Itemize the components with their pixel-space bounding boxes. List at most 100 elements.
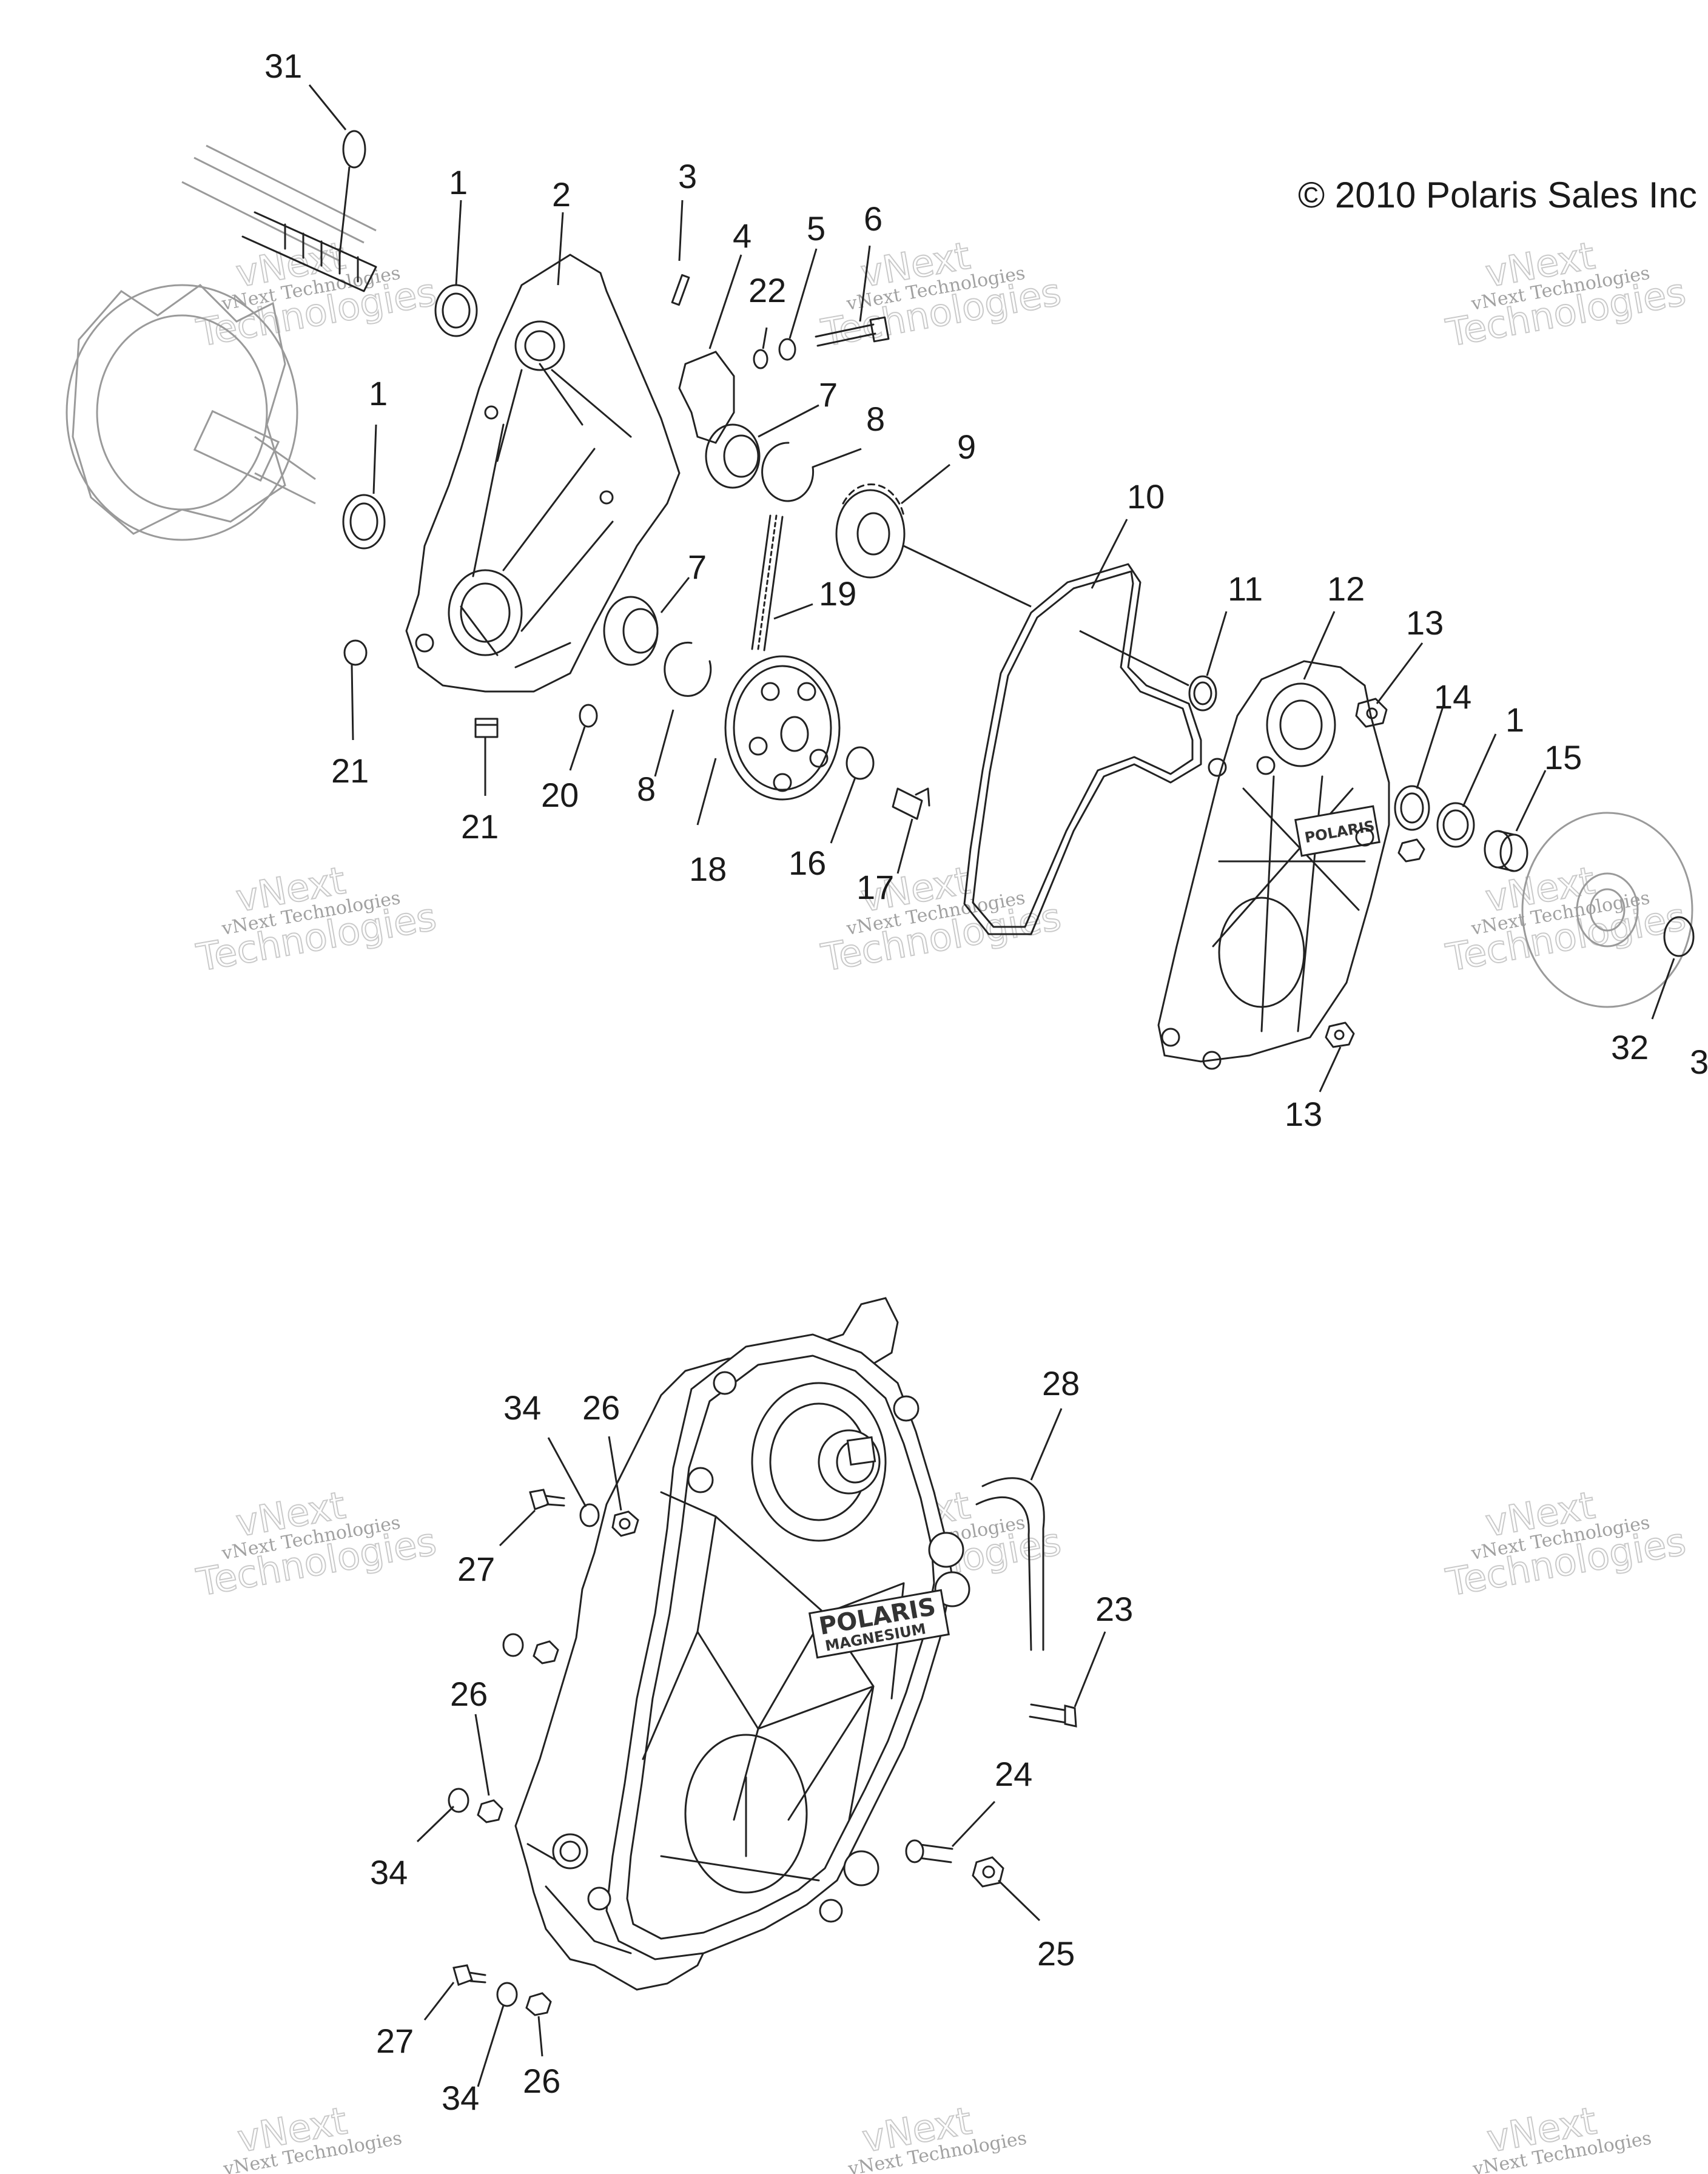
seal-1-lower (342, 494, 386, 550)
callout-7-lower: 7 (688, 548, 707, 586)
watermark-11: vNext vNext Technologies (846, 2098, 1029, 2174)
seal-1-right (1436, 802, 1475, 848)
callout-24: 24 (995, 1755, 1032, 1793)
callout-16: 16 (788, 844, 826, 882)
callout-8-upper: 8 (866, 400, 885, 438)
callout-34-bottom: 34 (442, 2079, 479, 2117)
callout-12: 12 (1327, 570, 1365, 608)
o-ring-32 (1663, 916, 1695, 957)
sprocket-9 (835, 483, 906, 579)
callout-26-middle: 26 (450, 1675, 488, 1713)
callout-9: 9 (957, 428, 976, 466)
callout-10: 10 (1127, 477, 1165, 516)
nut-13-lower (1325, 1021, 1355, 1048)
callout-20: 20 (541, 776, 579, 814)
washer-21 (343, 639, 368, 666)
callout-34-middle: 34 (370, 1853, 408, 1891)
bolt-17 (892, 787, 930, 820)
vent-hose-28 (975, 1477, 1045, 1651)
washer-34-upper (579, 1503, 600, 1527)
callout-4: 4 (733, 217, 751, 255)
watermark-3: vNext vNext Technologies Technologies (1442, 232, 1690, 355)
washer-34-lower (496, 1982, 518, 2007)
callout-1-lower: 1 (369, 374, 388, 412)
chain-19 (751, 514, 784, 651)
bolt-6 (815, 316, 890, 347)
callout-21-left: 21 (331, 752, 369, 790)
callout-11: 11 (1228, 570, 1263, 608)
watermark-1: vNext vNext Technologies Technologies (193, 232, 440, 355)
callout-28: 28 (1042, 1364, 1080, 1402)
tensioner-block-4 (678, 351, 735, 444)
watermark-7: vNext vNext Technologies Technologies (193, 1482, 440, 1605)
assembled-chaincase: POLARIS MAGNESIUM (514, 1297, 970, 1991)
callout-5: 5 (807, 209, 825, 247)
callout-2: 2 (552, 175, 571, 214)
callout-19: 19 (819, 574, 856, 613)
bolt-24 (905, 1839, 953, 1863)
nut-26-lower (525, 1992, 552, 2016)
callout-27-lower: 27 (376, 2022, 414, 2060)
roll-pin-3 (671, 274, 690, 306)
watermark-10: vNext vNext Technologies (221, 2098, 404, 2174)
callout-14: 14 (1434, 678, 1471, 716)
callout-8-lower: 8 (637, 770, 656, 808)
watermark-5: vNext vNext Technologies Technologies (818, 857, 1065, 980)
bearing-7-lower (603, 596, 659, 666)
callout-3: 3 (678, 157, 697, 195)
sprocket-18 (724, 655, 841, 801)
watermark-12: vNext vNext Technologies (1471, 2098, 1653, 2174)
watermark-9: vNext vNext Technologies Technologies (1442, 1482, 1690, 1605)
bolt-27-upper (529, 1489, 565, 1510)
washer-34-side (502, 1633, 524, 1657)
callout-34-top: 34 (503, 1388, 541, 1427)
watermark-4: vNext vNext Technologies Technologies (193, 857, 440, 980)
callout-7-upper: 7 (819, 375, 838, 414)
washer-5 (778, 338, 796, 361)
snap-ring-8-lower (664, 641, 712, 697)
washer-34-middle (448, 1788, 469, 1813)
chaincase-cover-12: POLARIS (1157, 660, 1390, 1070)
callout-1-upper: 1 (449, 163, 468, 201)
washer-22 (753, 349, 768, 369)
splined-shaft (241, 211, 377, 292)
bushing-15 (1484, 830, 1528, 872)
callout-23: 23 (1095, 1590, 1133, 1628)
callout-32: 32 (1611, 1028, 1649, 1066)
washer-16 (846, 746, 875, 780)
assembly-centerline (903, 545, 1189, 687)
callout-25: 25 (1037, 1934, 1075, 1973)
callout-21-bottom: 21 (461, 807, 499, 846)
bolt-27-lower (452, 1964, 486, 1986)
seal-1-upper (434, 284, 478, 337)
gasket-10 (963, 563, 1202, 935)
nut-26-side (533, 1640, 559, 1664)
callout-3-cut: 3 (1690, 1043, 1708, 1081)
callout-1-right: 1 (1505, 701, 1524, 739)
nut-26-middle (477, 1799, 503, 1823)
nut-25 (972, 1856, 1004, 1888)
nut-26-upper (611, 1510, 639, 1537)
drain-plug-21 (474, 718, 499, 738)
callout-17: 17 (856, 868, 894, 906)
o-ring-31 (342, 130, 366, 169)
callout-31: 31 (264, 47, 302, 85)
callout-18: 18 (689, 850, 727, 888)
callout-27-upper: 27 (457, 1550, 495, 1588)
seal-14 (1394, 785, 1430, 831)
snap-ring-8-upper (761, 442, 815, 502)
callout-13-lower: 13 (1285, 1095, 1322, 1133)
bearing-7-upper (705, 423, 761, 489)
bottom-leaders (416, 1408, 1106, 2087)
watermark-2: vNext vNext Technologies Technologies (818, 232, 1065, 355)
nut-13-middle (1397, 838, 1425, 863)
top-leaders (308, 84, 1675, 1092)
inner-chaincase-housing (405, 254, 681, 693)
plug-20 (579, 704, 598, 728)
callout-22: 22 (748, 271, 786, 309)
watermark-6: vNext vNext Technologies Technologies (1442, 857, 1690, 980)
callout-15: 15 (1544, 738, 1582, 776)
engine-shaft-background (66, 144, 377, 541)
seal-11 (1188, 675, 1217, 712)
